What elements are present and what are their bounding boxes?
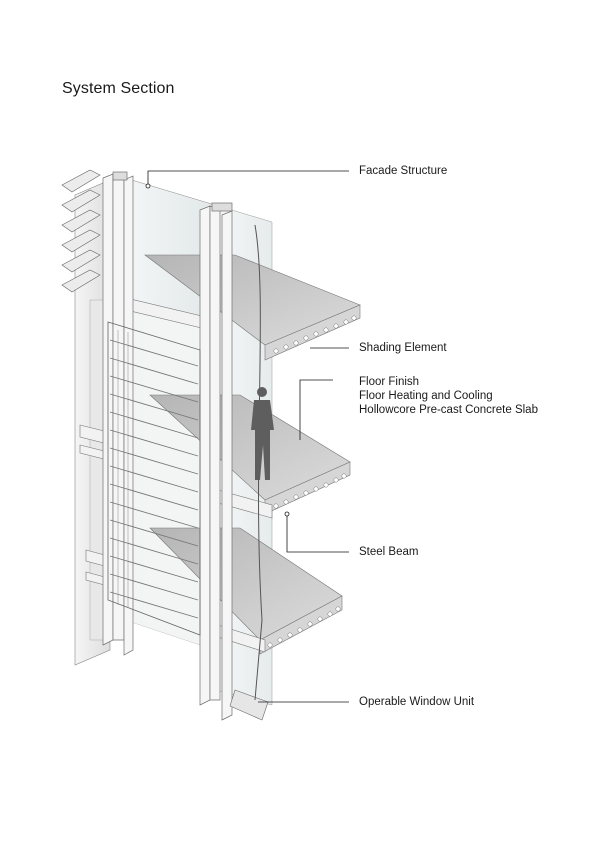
shading-louvers-upper [61,169,101,293]
person-silhouette [251,387,274,480]
floor-slab-upper [144,254,361,361]
page-title: System Section [62,80,175,97]
shading-element [107,321,201,636]
label-operable-window-unit: Operable Window Unit [359,696,475,708]
leader-endpoints [145,183,290,517]
label-floor-heating-cooling: Floor Heating and Cooling [359,390,493,402]
label-facade-structure: Facade Structure [359,165,448,177]
label-hollowcore-slab: Hollowcore Pre-cast Concrete Slab [359,404,538,416]
label-shading-element: Shading Element [359,342,447,354]
label-steel-beam: Steel Beam [359,546,419,558]
label-floor-finish: Floor Finish [359,376,420,388]
leader-lines [147,170,349,703]
facade-mullions [102,171,233,721]
